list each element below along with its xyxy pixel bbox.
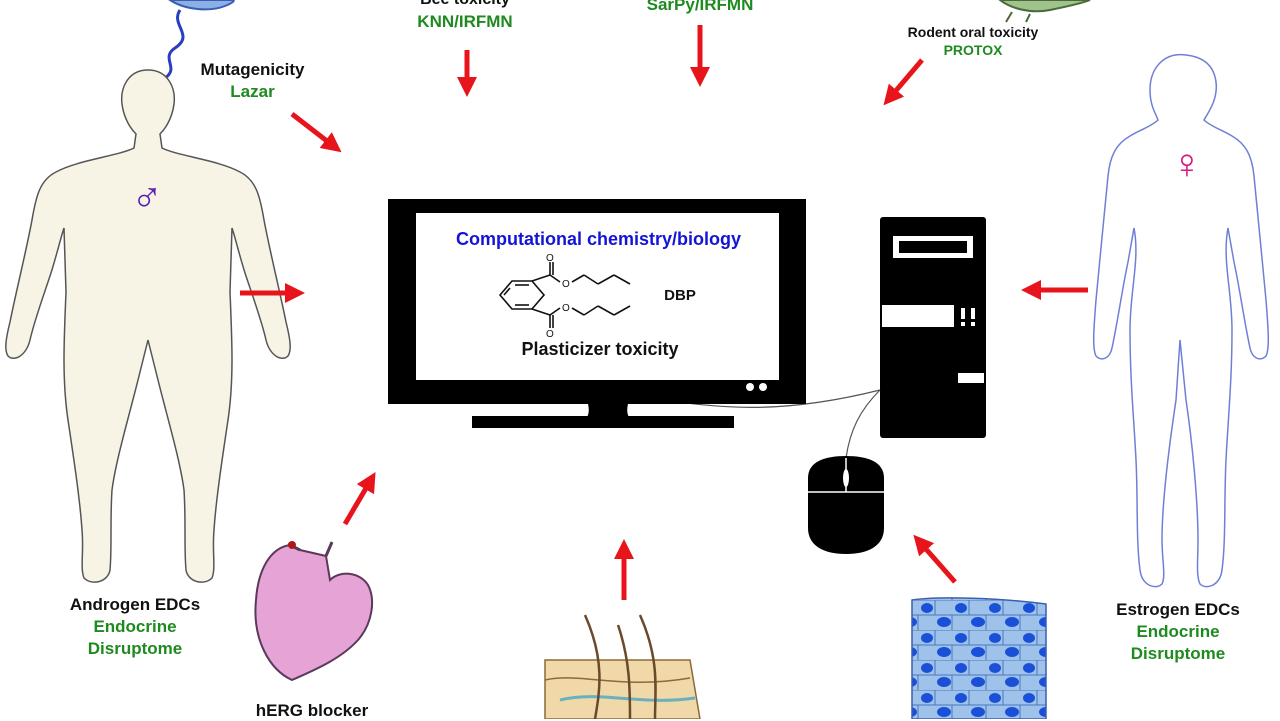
sarpy-model-label: SarPy/IRFMN bbox=[646, 0, 754, 14]
female-symbol-icon: ♀ bbox=[1171, 140, 1203, 187]
herg-label: hERG blocker bbox=[255, 701, 369, 720]
skin-icon bbox=[544, 614, 701, 719]
male-symbol-icon: ♂ bbox=[131, 172, 163, 219]
center-title: Computational chemistry/biology bbox=[455, 229, 742, 249]
mutagenicity-label: Mutagenicity bbox=[200, 60, 305, 79]
cells-icon bbox=[911, 597, 1047, 719]
compound-label: DBP bbox=[664, 287, 696, 304]
arrows bbox=[240, 25, 1088, 600]
monitor-stand bbox=[472, 404, 734, 428]
androgen-model-line1: Endocrine bbox=[93, 617, 177, 636]
computer-tower bbox=[880, 217, 986, 438]
estrogen-model-line1: Endocrine bbox=[1136, 622, 1220, 641]
androgen-label: Androgen EDCs bbox=[69, 595, 201, 614]
bee-toxicity-label: Bee toxicity bbox=[390, 0, 540, 9]
bacterium-icon bbox=[164, 0, 235, 80]
mutagenicity-model-label: Lazar bbox=[230, 82, 275, 101]
heart-icon bbox=[254, 541, 374, 682]
mouse-icon bbox=[808, 456, 884, 554]
male-figure bbox=[5, 69, 291, 583]
rat-icon bbox=[998, 0, 1091, 23]
estrogen-model-line2: Disruptome bbox=[1130, 644, 1226, 663]
arrow-cells bbox=[913, 534, 957, 584]
rodent-model-label: PROTOX bbox=[943, 42, 1003, 58]
monitor-screen bbox=[416, 213, 779, 380]
estrogen-label: Estrogen EDCs bbox=[1116, 600, 1240, 619]
female-figure bbox=[1092, 53, 1270, 588]
arrow-rodent bbox=[883, 58, 924, 106]
androgen-model-line2: Disruptome bbox=[87, 639, 183, 658]
bee-model-label: KNN/IRFMN bbox=[417, 12, 513, 31]
mouse-cable bbox=[845, 389, 881, 459]
center-subtitle: Plasticizer toxicity bbox=[521, 339, 679, 359]
arrow-herg bbox=[342, 471, 376, 526]
rodent-toxicity-label: Rodent oral toxicity bbox=[907, 24, 1039, 40]
arrow-mutagenicity bbox=[290, 112, 342, 153]
